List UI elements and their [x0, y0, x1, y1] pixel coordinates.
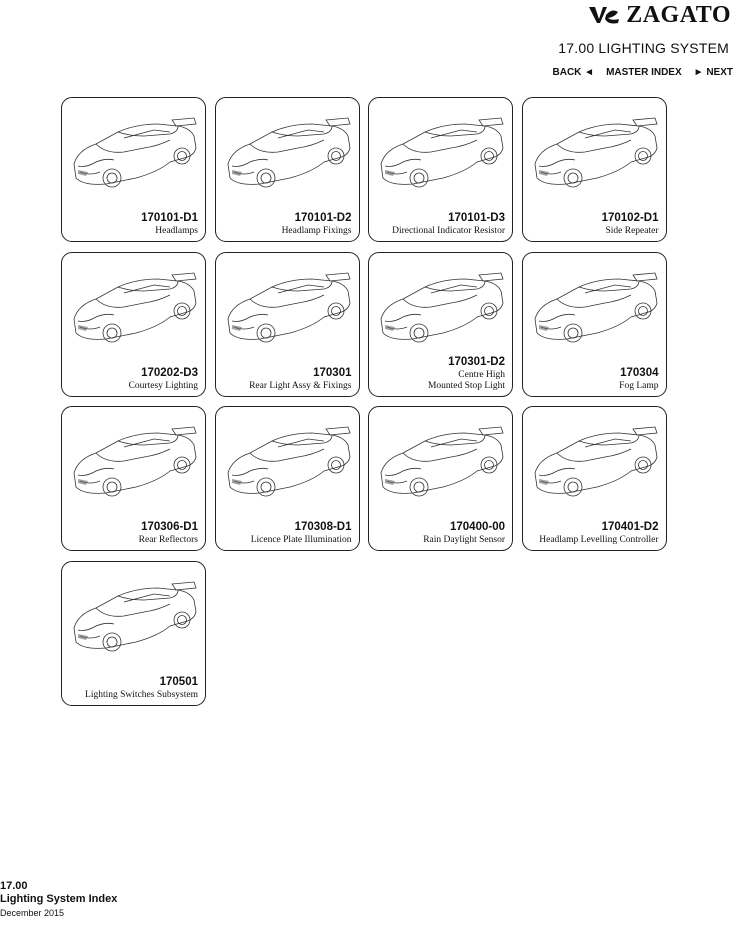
diagram-label: Side Repeater [605, 226, 659, 236]
car-illustration-icon [73, 117, 197, 188]
car-illustration-icon [534, 426, 658, 497]
car-illustration-icon [534, 272, 658, 342]
diagram-label: Centre High Mounted Stop Light [427, 369, 505, 391]
diagram-code: 170304 [620, 366, 659, 379]
diagram-label: Courtesy Lighting [128, 380, 198, 391]
diagram-code: 170301 [313, 366, 352, 379]
car-illustration-icon [73, 272, 197, 342]
logo-text: ZAGATO [626, 1, 731, 28]
diagram-code: 170306-D1 [141, 521, 198, 533]
logo-mark-icon [588, 5, 620, 25]
diagram-code: 170308-D1 [294, 521, 352, 533]
diagram-label: Rear Reflectors [138, 535, 198, 545]
car-illustration-icon [380, 117, 504, 188]
diagram-label: Directional Indicator Resistor [392, 226, 505, 236]
diagram-code: 170202-D3 [141, 366, 198, 379]
diagram-code: 170101-D1 [141, 212, 198, 224]
navigation-bar: BACK ◄ MASTER INDEX ► NEXT [553, 67, 733, 78]
page-footer: 17.00 Lighting System Index December 201… [0, 880, 117, 920]
next-link[interactable]: ► NEXT [693, 67, 733, 78]
diagram-code: 170301-D2 [448, 355, 505, 368]
master-index-link[interactable]: MASTER INDEX [606, 67, 682, 78]
diagram-label: Headlamps [155, 226, 198, 236]
diagram-code: 170400-00 [450, 521, 505, 533]
diagram-code: 170101-D3 [448, 212, 505, 224]
diagram-code: 170102-D1 [601, 212, 659, 224]
car-illustration-icon [380, 272, 504, 342]
car-illustration-icon [534, 117, 658, 188]
section-title: 17.00 LIGHTING SYSTEM [558, 40, 729, 56]
footer-date: December 2015 [0, 908, 65, 918]
car-illustration-icon [227, 426, 351, 497]
diagram-label: Fog Lamp [619, 380, 659, 391]
diagram-label: Rear Light Assy & Fixings [249, 380, 352, 391]
diagram-code: 170401-D2 [601, 521, 659, 533]
car-illustration-icon [227, 117, 351, 188]
diagram-code: 170501 [159, 675, 198, 688]
car-illustration-icon [380, 426, 504, 497]
diagram-label: Lighting Switches Subsystem [85, 689, 198, 700]
car-illustration-icon [227, 272, 351, 342]
diagram-label: Licence Plate Illumination [250, 535, 352, 545]
car-illustration-icon [73, 581, 197, 651]
diagram-code: 170101-D2 [294, 212, 352, 224]
footer-section-name: Lighting System Index [0, 893, 118, 905]
diagram-label: Rain Daylight Sensor [423, 535, 505, 545]
footer-section-number: 17.00 [0, 880, 28, 892]
diagram-label: Headlamp Fixings [281, 226, 352, 236]
brand-logo: ZAGATO [588, 2, 731, 28]
back-link[interactable]: BACK ◄ [552, 67, 595, 78]
diagram-label: Headlamp Levelling Controller [539, 535, 659, 545]
car-illustration-icon [73, 426, 197, 497]
